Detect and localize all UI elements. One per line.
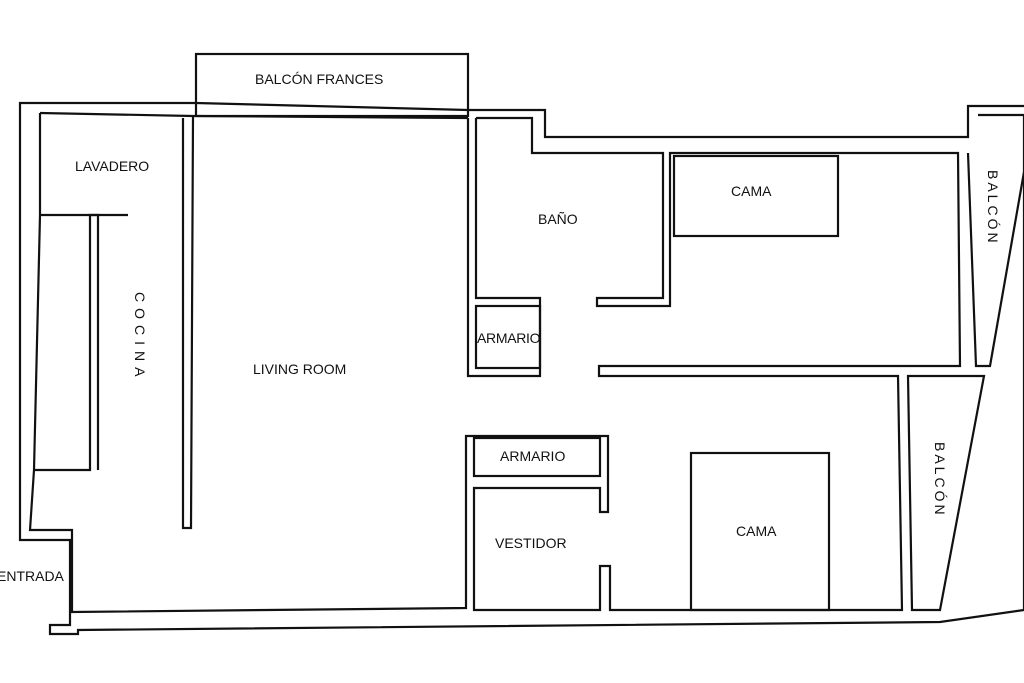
- vestidor-label: VESTIDOR: [495, 535, 567, 551]
- lavadero-label: LAVADERO: [75, 158, 149, 174]
- armario-top-box: [474, 304, 542, 370]
- cama-top-box: [672, 154, 840, 238]
- outer-wall-inner: [28, 113, 962, 614]
- balcon-top-outline: [966, 113, 1024, 368]
- outer-wall-outer: [18, 101, 1024, 636]
- armario-top-label: ARMARIO: [477, 330, 541, 346]
- cocina-label: COCINA: [132, 292, 148, 382]
- outer-wall-top-mid: [195, 101, 469, 112]
- balcon-bottom-label: BALCÓN: [932, 442, 948, 518]
- kitchen-counter: [34, 213, 100, 472]
- lavadero-top-wall: [39, 111, 194, 118]
- armario-bottom-label: ARMARIO: [500, 448, 565, 464]
- cama-bottom-box: [689, 451, 831, 612]
- cama-top-label: CAMA: [731, 183, 772, 199]
- armario-bottom-box: [472, 436, 602, 478]
- balcon-bottom-outline: [906, 374, 986, 612]
- entrada-label: ENTRADA: [0, 568, 65, 584]
- living-room-label: LIVING ROOM: [253, 361, 346, 377]
- balcon-top-label: BALCÓN: [985, 170, 1001, 246]
- cama-bottom-label: CAMA: [736, 523, 777, 539]
- kitchen-living-wall: [181, 115, 195, 530]
- bano-label: BAÑO: [538, 211, 578, 227]
- balcon-frances-label: BALCÓN FRANCES: [255, 71, 383, 87]
